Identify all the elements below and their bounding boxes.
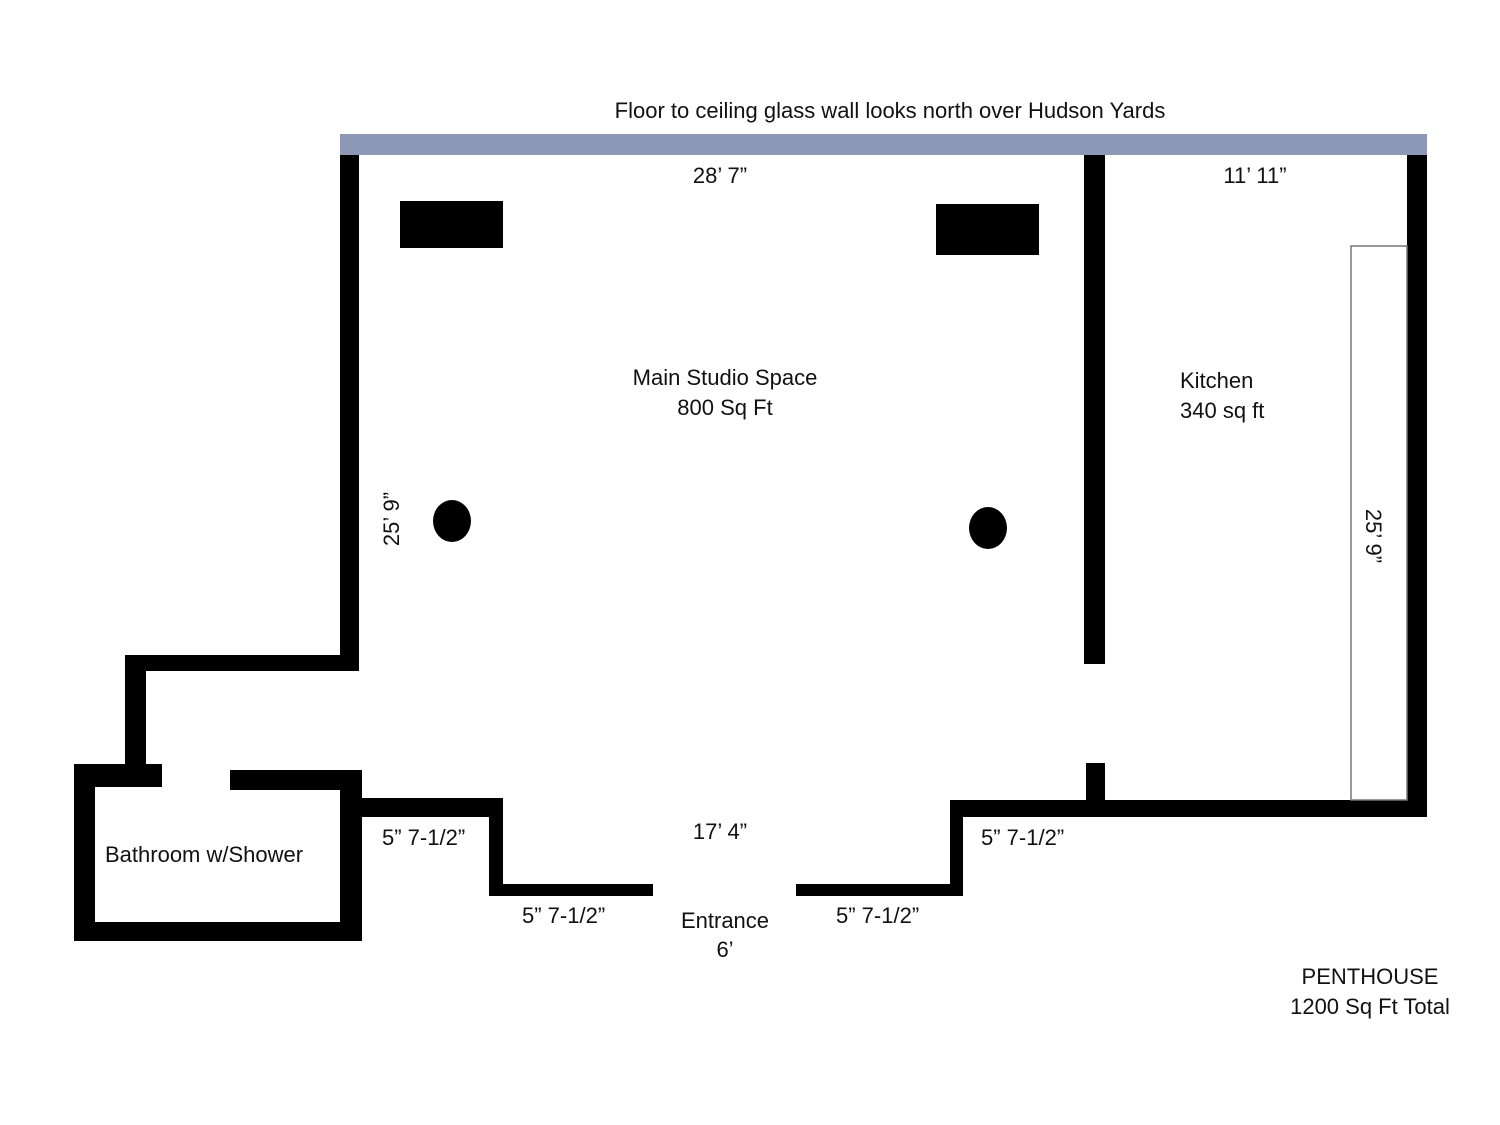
- glass-wall-caption: Floor to ceiling glass wall looks north …: [614, 98, 1166, 123]
- wall-step-left-lower: [489, 884, 653, 896]
- dim-step-right-upper: 5” 7-1/2”: [981, 825, 1065, 850]
- dim-step-left-lower: 5” 7-1/2”: [522, 903, 606, 928]
- wall-step-right-lower: [796, 884, 963, 896]
- dim-kitchen-width: 11’ 11”: [1223, 163, 1287, 188]
- dim-main-width: 28’ 7”: [692, 163, 748, 188]
- fixture-left: [400, 201, 503, 248]
- room-kitchen-name: Kitchen: [1180, 368, 1254, 393]
- wall-step-left-vertical: [489, 798, 503, 896]
- dim-main-height: 25’ 9”: [379, 491, 404, 547]
- wall-bath-right: [340, 770, 362, 941]
- column-left: [433, 500, 471, 542]
- dim-entrance-width: 17’ 4”: [692, 819, 748, 844]
- wall-right: [1407, 155, 1427, 815]
- wall-step-left-upper: [340, 798, 503, 817]
- walls: [74, 155, 1427, 941]
- dim-step-right-lower: 5” 7-1/2”: [836, 903, 920, 928]
- column-right: [969, 507, 1007, 549]
- wall-wing-top: [125, 655, 359, 671]
- entrance-label: Entrance: [680, 908, 770, 933]
- wall-bath-bottom: [74, 922, 362, 941]
- penthouse-name: PENTHOUSE: [1301, 964, 1439, 989]
- glass-wall: [340, 134, 1427, 155]
- wall-kitchen-stub: [1086, 763, 1105, 807]
- room-main-name: Main Studio Space: [632, 365, 818, 390]
- room-main-area: 800 Sq Ft: [677, 395, 773, 420]
- kitchen-counter: [1350, 245, 1408, 801]
- penthouse-total: 1200 Sq Ft Total: [1290, 994, 1450, 1019]
- wall-main-left: [340, 155, 359, 671]
- room-bathroom-name: Bathroom w/Shower: [105, 842, 304, 867]
- wall-step-right-upper: [950, 800, 1427, 817]
- wall-bath-top-left: [74, 764, 162, 787]
- entrance-size: 6’: [716, 937, 734, 962]
- wall-bath-top-right: [230, 770, 359, 790]
- fixture-right: [936, 204, 1039, 255]
- wall-wing-left: [125, 655, 146, 767]
- room-kitchen-area: 340 sq ft: [1180, 398, 1265, 423]
- dim-kitchen-height: 25’ 9”: [1361, 508, 1386, 564]
- wall-kitchen-divider: [1084, 155, 1105, 664]
- wall-step-right-vertical: [950, 800, 963, 896]
- dim-step-left-upper: 5” 7-1/2”: [382, 825, 466, 850]
- wall-bath-left: [74, 764, 95, 941]
